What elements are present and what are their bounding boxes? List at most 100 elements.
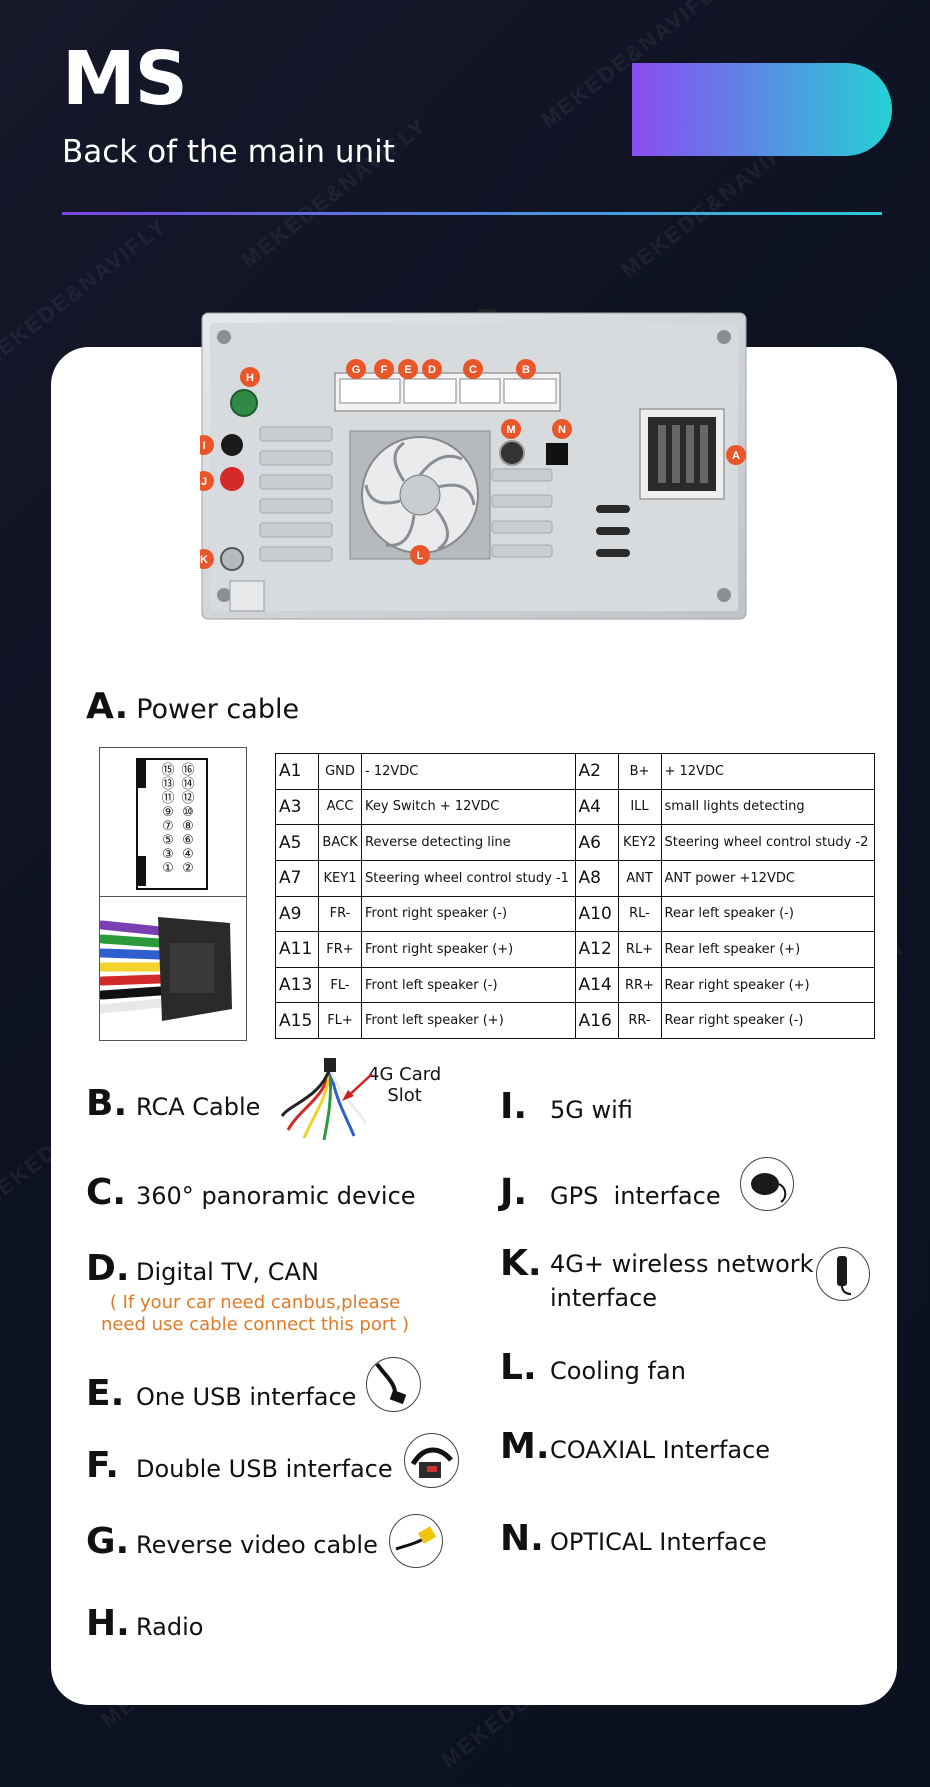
callout-l: L: [417, 550, 424, 562]
connector-outline: [136, 758, 208, 890]
pinout-cell-sig: GND: [318, 753, 362, 790]
pinout-cell-sig: ANT: [617, 859, 662, 897]
item-letter: B.: [86, 1083, 128, 1124]
callout-c: C: [469, 364, 477, 376]
pinout-cell-pin: A15: [275, 1002, 319, 1039]
pinout-cell-pin: A11: [275, 931, 319, 968]
pinout-cell-pin: A5: [275, 824, 319, 861]
item-label: RCA Cable: [136, 1093, 261, 1121]
pinout-cell-sig: FL-: [318, 966, 362, 1004]
connector-latch: [136, 758, 146, 788]
item-i: I.5G wifi: [500, 1086, 633, 1127]
pinout-cell-sig: BACK: [318, 824, 362, 861]
pinout-cell-desc: + 12VDC: [660, 753, 875, 790]
pinout-cell-pin: A8: [574, 859, 619, 897]
item-label: Cooling fan: [550, 1357, 686, 1385]
item-k: K.4G+ wireless network interface: [500, 1243, 814, 1315]
callout-j: J: [201, 476, 207, 488]
pinout-cell-sig: FL+: [318, 1002, 362, 1039]
pinout-cell-pin: A1: [275, 753, 319, 790]
pinout-cell-desc: Steering wheel control study -1: [361, 859, 576, 897]
pin-label: ⑪: [161, 791, 175, 806]
pinout-cell-sig: RL-: [617, 895, 662, 933]
pinout-cell-sig: KEY2: [617, 824, 662, 861]
pinout-cell-pin: A3: [275, 788, 319, 826]
rca-4g-card-slot-note: 4G Card Slot: [368, 1064, 442, 1106]
item-h: H.Radio: [86, 1603, 203, 1644]
pinout-cell-sig: FR+: [318, 931, 362, 968]
item-letter: C.: [86, 1172, 127, 1213]
item-g: G.Reverse video cable: [86, 1521, 378, 1562]
pin-label: ⑥: [182, 833, 194, 848]
pinout-cell-desc: Front right speaker (-): [361, 895, 576, 933]
gps-antenna-icon: [740, 1157, 794, 1211]
item-label: 5G wifi: [550, 1096, 633, 1124]
pin-label: ⑦: [162, 819, 174, 834]
pinout-cell-desc: Front right speaker (+): [361, 931, 576, 968]
item-label: Reverse video cable: [136, 1531, 378, 1559]
section-a-title: A.Power cable: [86, 686, 299, 727]
usb-cable-icon: [366, 1357, 421, 1412]
4g-antenna-icon: [816, 1247, 870, 1301]
item-m: M.COAXIAL Interface: [500, 1426, 770, 1467]
item-label: 4G+ wireless network interface: [550, 1250, 814, 1312]
pin-label: ⑬: [161, 777, 175, 792]
pinout-cell-desc: Front left speaker (-): [361, 966, 576, 1004]
pinout-cell-pin: A12: [574, 931, 619, 968]
item-letter: L.: [500, 1347, 537, 1388]
pinout-cell-pin: A10: [574, 895, 619, 933]
pinout-cell-desc: - 12VDC: [361, 753, 576, 790]
pinout-cell-desc: Key Switch + 12VDC: [361, 788, 576, 826]
item-n: N.OPTICAL Interface: [500, 1518, 767, 1559]
header-accent-pill: [632, 63, 892, 156]
pinout-cell-desc: Rear right speaker (+): [660, 966, 875, 1004]
item-label: 360° panoramic device: [136, 1182, 416, 1210]
item-b: B. RCA Cable: [86, 1083, 260, 1124]
item-label: COAXIAL Interface: [550, 1436, 771, 1464]
page-title: MS: [62, 36, 188, 122]
item-label: One USB interface: [136, 1383, 357, 1411]
pin-label: ⑩: [182, 805, 194, 820]
pinout-cell-pin: A7: [275, 859, 319, 897]
callout-n: N: [558, 424, 566, 436]
item-d-note: ( If your car need canbus,please need us…: [100, 1292, 410, 1335]
item-letter: H.: [86, 1603, 130, 1644]
double-usb-icon: [404, 1433, 459, 1488]
pin-label: ⑫: [181, 791, 195, 806]
item-c: C. 360° panoramic device: [86, 1172, 416, 1213]
pinout-cell-sig: ACC: [318, 788, 362, 826]
item-letter: J.: [500, 1172, 528, 1213]
arrow-icon: [342, 1073, 373, 1101]
pinout-cell-sig: FR-: [318, 895, 362, 933]
item-d: D.Digital TV, CAN: [86, 1248, 319, 1289]
rca-plug-icon: [389, 1514, 443, 1568]
callout-f: F: [381, 364, 388, 376]
item-letter: M.: [500, 1426, 550, 1467]
header-divider: [62, 212, 882, 215]
pinout-cell-desc: Rear left speaker (-): [660, 895, 875, 933]
pinout-cell-sig: ILL: [617, 788, 662, 826]
item-letter: E.: [86, 1373, 125, 1414]
pin-label: ②: [182, 861, 194, 876]
callout-a: A: [732, 450, 740, 462]
pinout-cell-pin: A16: [574, 1002, 619, 1039]
item-label: OPTICAL Interface: [550, 1528, 767, 1556]
pinout-cell-pin: A9: [275, 895, 319, 933]
item-label: Double USB interface: [136, 1455, 393, 1483]
pinout-cell-sig: RL+: [617, 931, 662, 968]
item-letter: N.: [500, 1518, 544, 1559]
rca-cable-icon: [280, 1058, 368, 1141]
pinout-cell-sig: B+: [617, 753, 662, 790]
pinout-cell-sig: RR+: [617, 966, 662, 1004]
item-letter: K.: [500, 1243, 542, 1284]
pin-label: ①: [162, 861, 174, 876]
pinout-cell-pin: A14: [574, 966, 619, 1004]
